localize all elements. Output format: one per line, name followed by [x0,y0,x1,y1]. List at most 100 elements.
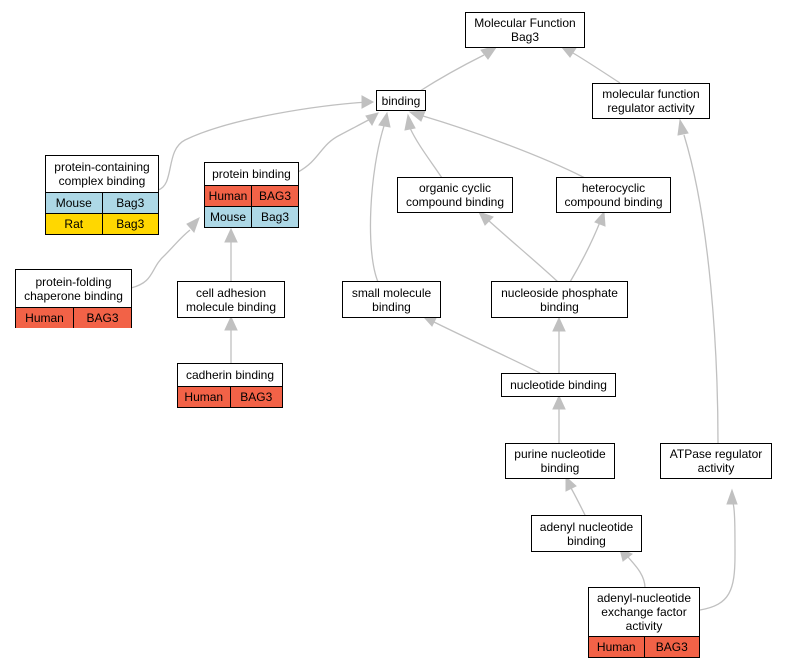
node-label-line: activity [697,461,735,475]
arrow-cb-camb [224,315,238,331]
species-row: Mouse Bag3 [46,192,158,213]
arrow-nb-npb [552,316,566,332]
node-mf-regulator-activity[interactable]: molecular function regulator activity [592,83,710,119]
node-label-line: nucleotide binding [510,378,607,392]
node-label-line: Molecular Function [474,16,576,30]
node-adenyl-nucleotide-exchange-factor-activity[interactable]: adenyl-nucleotide exchange factor activi… [588,587,700,658]
arrow-pfcb-pb [186,216,200,233]
edge-smb-binding [369,125,385,283]
species-cell: Human [16,308,73,328]
node-nucleoside-phosphate-binding[interactable]: nucleoside phosphate binding [491,281,628,318]
edge-hcb-binding [422,115,586,179]
node-label-line: exchange factor [601,605,687,619]
edge-pcb-binding [157,101,369,191]
species-cell: Human [205,186,251,206]
gene-cell: BAG3 [251,186,298,206]
node-label-line: molecular function [602,87,700,101]
node-small-molecule-binding[interactable]: small molecule binding [342,281,441,318]
gene-cell: Bag3 [251,207,298,227]
gene-cell: Bag3 [101,193,158,213]
node-molecular-function[interactable]: Molecular Function Bag3 [465,12,585,48]
gene-cell: BAG3 [73,308,131,328]
node-label-line: molecule binding [185,299,277,314]
edge-npb-hcb [569,221,601,283]
node-protein-containing-complex-binding[interactable]: protein-containing complex binding Mouse… [45,155,159,235]
node-label-line: binding [540,299,579,314]
node-cadherin-binding[interactable]: cadherin binding Human BAG3 [177,363,283,408]
node-purine-nucleotide-binding[interactable]: purine nucleotide binding [505,443,615,479]
node-label-line: purine nucleotide [514,447,606,461]
node-label-line: compound binding [405,195,505,209]
node-protein-folding-chaperone-binding[interactable]: protein-folding chaperone binding Human … [15,269,132,328]
node-label-line: Bag3 [510,30,540,44]
edge-anefa-anb [627,556,646,589]
species-row: Human BAG3 [589,636,699,657]
species-cell: Mouse [46,193,102,213]
edge-mfra-mf [572,52,621,84]
node-label-line: heterocyclic [581,181,646,195]
arrow-hcb-binding [408,110,426,122]
node-label-line: organic cyclic [418,181,492,195]
species-row: Mouse Bag3 [205,206,298,227]
node-cell-adhesion-molecule-binding[interactable]: cell adhesion molecule binding [177,281,285,318]
arrow-smb-binding [378,111,391,128]
node-label-line: small molecule [351,285,432,300]
node-label-line: protein-containing [54,160,150,174]
arrow-atpra-mfra [677,118,689,136]
edge-atpra-mfra [683,134,719,444]
node-label-line: binding [540,461,580,475]
arrow-occb-binding [404,113,416,131]
node-label-line: cadherin binding [185,368,275,382]
species-cell: Mouse [205,207,251,227]
node-label-line: nucleoside phosphate [501,285,618,300]
node-label-line: compound binding [564,195,663,209]
node-label-line: regulator activity [607,101,695,115]
species-row: Human BAG3 [178,386,282,407]
edge-occb-binding [409,127,443,179]
arrow-camb-pb [224,227,238,243]
node-binding[interactable]: binding [376,90,426,111]
species-row: Rat Bag3 [46,213,158,234]
arrow-npb-hcb [594,210,606,227]
node-nucleotide-binding[interactable]: nucleotide binding [501,373,616,397]
arrow-npb-occb [478,211,494,226]
species-row: Human BAG3 [16,307,131,328]
node-label-line: chaperone binding [24,288,123,303]
arrow-anefa-atpra [726,488,738,505]
gene-cell: BAG3 [643,637,699,657]
node-label-line: activity [625,619,663,633]
node-label-line: binding [372,299,411,314]
node-label-line: adenyl-nucleotide [596,591,692,605]
node-label-line: protein binding [212,167,291,181]
edge-binding-mf [419,54,485,92]
node-label-line: protein-folding [35,274,112,289]
gene-cell: Bag3 [101,214,158,234]
arrow-binding-mf [480,45,499,60]
species-row: Human BAG3 [205,185,298,206]
edge-nb-smb [431,320,541,374]
node-organic-cyclic-compound-binding[interactable]: organic cyclic compound binding [397,177,513,213]
node-label-line: binding [567,533,606,548]
node-protein-binding[interactable]: protein binding Human BAG3 Mouse Bag3 [204,162,299,228]
node-adenyl-nucleotide-binding[interactable]: adenyl nucleotide binding [531,515,642,552]
gene-cell: BAG3 [229,387,282,407]
node-label-line: adenyl nucleotide [539,519,634,534]
node-label-line: ATPase regulator [669,447,763,461]
node-label-line: complex binding [58,174,146,188]
species-cell: Human [178,387,230,407]
species-cell: Rat [46,214,102,234]
edge-npb-occb [487,219,559,283]
edge-anefa-atpra [699,502,736,611]
edge-pb-binding [297,117,373,173]
edge-anb-pnb [570,487,586,516]
species-cell: Human [589,637,644,657]
node-atpase-regulator-activity[interactable]: ATPase regulator activity [660,443,772,479]
arrow-pnb-nb [552,394,566,410]
node-label-line: binding [381,93,421,108]
arrow-anb-pnb [565,475,577,492]
edge-pfcb-pb [130,229,191,289]
node-label-line: cell adhesion [195,285,267,300]
node-heterocyclic-compound-binding[interactable]: heterocyclic compound binding [556,177,671,213]
arrow-pb-binding [365,112,379,126]
